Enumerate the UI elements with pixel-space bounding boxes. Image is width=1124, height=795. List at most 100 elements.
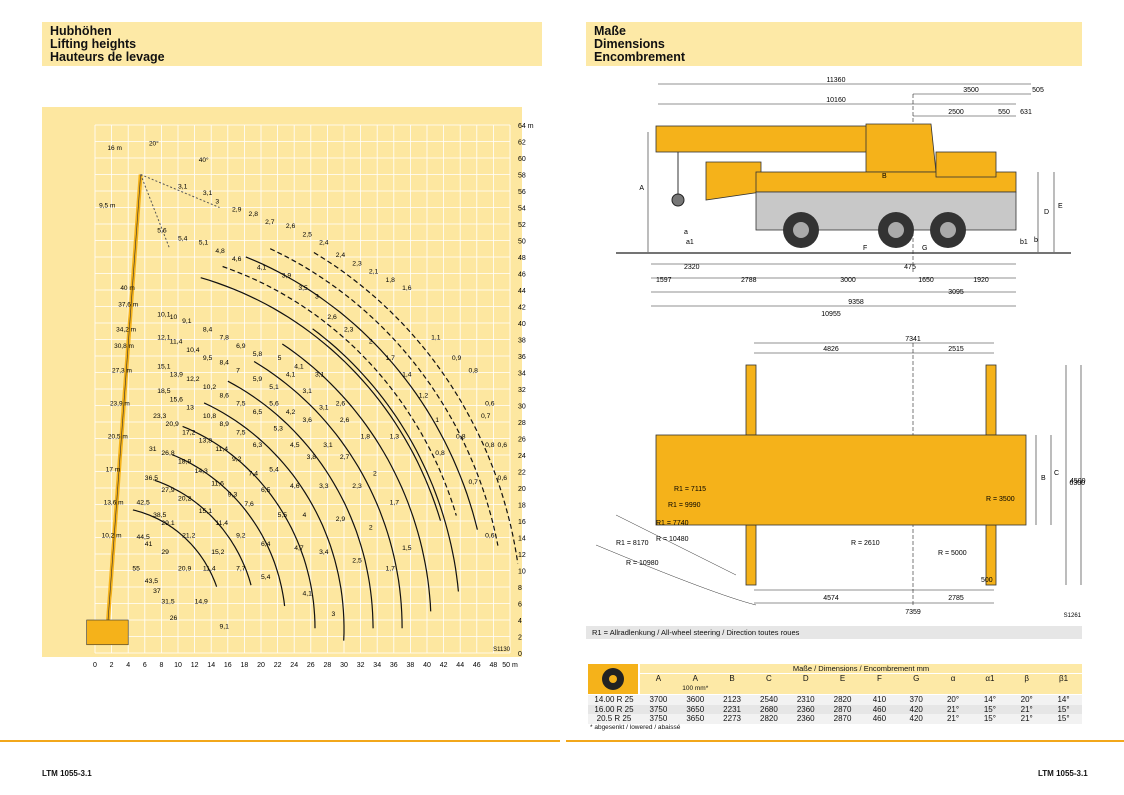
dim-7341: 7341 bbox=[905, 336, 921, 343]
footer-left: LTM 1055-3.1 bbox=[42, 769, 92, 778]
side-view-drawing: 11360 3500 505 10160 2500 550 631 A B D … bbox=[616, 77, 1071, 317]
boom-length-label: 13,6 m bbox=[104, 500, 124, 507]
capacity-label: 1,8 bbox=[386, 277, 396, 284]
radius-3500: R = 3500 bbox=[986, 496, 1015, 503]
dim-505: 505 bbox=[1032, 87, 1044, 94]
table-header-cell: β bbox=[1024, 674, 1029, 683]
table-cell: 3700 bbox=[649, 695, 668, 704]
tire-icon-cell bbox=[588, 664, 638, 694]
carrier bbox=[86, 619, 129, 646]
dim-1597: 1597 bbox=[656, 277, 672, 284]
boom-length-label: 17 m bbox=[106, 467, 120, 474]
x-tick-label: 18 bbox=[241, 662, 249, 669]
dim-2515: 2515 bbox=[948, 346, 964, 353]
capacity-label: 2,3 bbox=[352, 260, 362, 267]
table-header-cell: A bbox=[655, 674, 662, 683]
point-labels: 5543,53731,52644,5412920,914,99,142,538,… bbox=[132, 184, 507, 631]
dim-D: D bbox=[1044, 209, 1049, 216]
table-header-cell: α1 bbox=[985, 674, 995, 683]
table-cell: 2310 bbox=[796, 695, 815, 704]
x-tick-label: 6 bbox=[143, 662, 147, 669]
table-cell: 2540 bbox=[760, 695, 778, 704]
capacity-label: 2,6 bbox=[327, 314, 337, 321]
capacity-label: 3,4 bbox=[319, 549, 329, 556]
capacity-label: 29 bbox=[161, 549, 169, 556]
capacity-label: 3 bbox=[315, 293, 319, 300]
capacity-label: 11,6 bbox=[211, 481, 224, 488]
range-curve bbox=[269, 248, 499, 546]
table-cell: 2820 bbox=[760, 714, 778, 723]
jib-offset-label: 9,5 m bbox=[99, 203, 115, 210]
y-tick-label: 46 bbox=[518, 272, 526, 279]
capacity-label: 3,8 bbox=[307, 454, 317, 461]
range-curve bbox=[253, 360, 403, 629]
table-header-cell: F bbox=[876, 674, 882, 683]
dim-E: E bbox=[1058, 203, 1063, 210]
radius-10480: R = 10480 bbox=[656, 536, 689, 543]
y-tick-label: 22 bbox=[518, 470, 526, 477]
y-axis-ticks: 0246810121416182022242628303234363840424… bbox=[518, 123, 534, 658]
capacity-label: 11,4 bbox=[215, 446, 228, 453]
left-header: Hubhöhen Lifting heights Hauteurs de lev… bbox=[42, 22, 542, 66]
capacity-label: 4,8 bbox=[215, 248, 225, 255]
y-tick-label: 4 bbox=[518, 618, 522, 625]
capacity-label: 9,1 bbox=[220, 623, 230, 630]
table-cell: 2231 bbox=[723, 704, 741, 714]
table-cell: 2273 bbox=[723, 714, 741, 723]
capacity-label: 0,8 bbox=[485, 442, 495, 449]
table-header-cell: β1 bbox=[1058, 674, 1069, 683]
dim-a1: a1 bbox=[686, 239, 694, 246]
capacity-label: 0,6 bbox=[485, 533, 495, 540]
table-cell: 15° bbox=[1057, 714, 1070, 723]
capacity-label: 4,1 bbox=[257, 264, 267, 271]
capacity-label: 6,9 bbox=[236, 343, 246, 350]
dim-B: B bbox=[882, 173, 887, 180]
capacity-label: 0,8 bbox=[469, 368, 479, 375]
capacity-label: 18,5 bbox=[157, 388, 170, 395]
x-tick-label: 0 bbox=[93, 662, 97, 669]
table-cell: 2870 bbox=[833, 704, 852, 714]
capacity-label: 3,9 bbox=[282, 273, 292, 280]
capacity-label: 0,9 bbox=[452, 355, 462, 362]
capacity-label: 23,3 bbox=[153, 413, 166, 420]
table-cell: 15° bbox=[983, 704, 996, 714]
dim-9358: 9358 bbox=[848, 299, 864, 306]
capacity-label: 2 bbox=[369, 339, 373, 346]
top-view-drawing: 7341 4826 2515 R1 = 7115 R1 = 9990 R1 = … bbox=[595, 336, 1086, 619]
table-header-cell: G bbox=[913, 674, 920, 683]
capacity-label: 7 bbox=[236, 368, 240, 375]
capacity-label: 38,5 bbox=[153, 512, 166, 519]
table-cell: 3650 bbox=[686, 704, 705, 714]
table-header-cell: E bbox=[839, 674, 846, 683]
capacity-label: 37 bbox=[153, 588, 161, 595]
table-cell: 420 bbox=[909, 704, 923, 714]
table-cell: 2820 bbox=[833, 695, 852, 704]
dim-3095: 3095 bbox=[948, 289, 964, 296]
x-tick-label: 2 bbox=[110, 662, 114, 669]
y-tick-label: 36 bbox=[518, 354, 526, 361]
capacity-label: 1,7 bbox=[386, 566, 396, 573]
table-cell: 14° bbox=[1057, 695, 1070, 704]
capacity-label: 3,1 bbox=[319, 405, 329, 412]
range-curves bbox=[132, 248, 519, 641]
table-cell: 420 bbox=[909, 714, 923, 723]
y-tick-label: 42 bbox=[518, 305, 526, 312]
capacity-label: 18,9 bbox=[178, 458, 191, 465]
capacity-label: 5 bbox=[278, 355, 282, 362]
capacity-label: 11,4 bbox=[215, 520, 228, 527]
y-tick-label: 30 bbox=[518, 404, 526, 411]
capacity-label: 11,4 bbox=[170, 339, 183, 346]
x-tick-label: 14 bbox=[207, 662, 215, 669]
capacity-label: 26 bbox=[170, 615, 178, 622]
capacity-label: 0,6 bbox=[498, 442, 508, 449]
y-tick-label: 8 bbox=[518, 585, 522, 592]
range-curve bbox=[132, 509, 218, 587]
boom-length-label: 40 m bbox=[120, 285, 134, 292]
carrier-body bbox=[655, 434, 1027, 526]
table-cell: 2360 bbox=[796, 704, 815, 714]
x-tick-label: 34 bbox=[373, 662, 381, 669]
capacity-label: 1 bbox=[435, 417, 439, 424]
capacity-label: 31,5 bbox=[161, 599, 174, 606]
crane-wheels bbox=[783, 212, 966, 248]
